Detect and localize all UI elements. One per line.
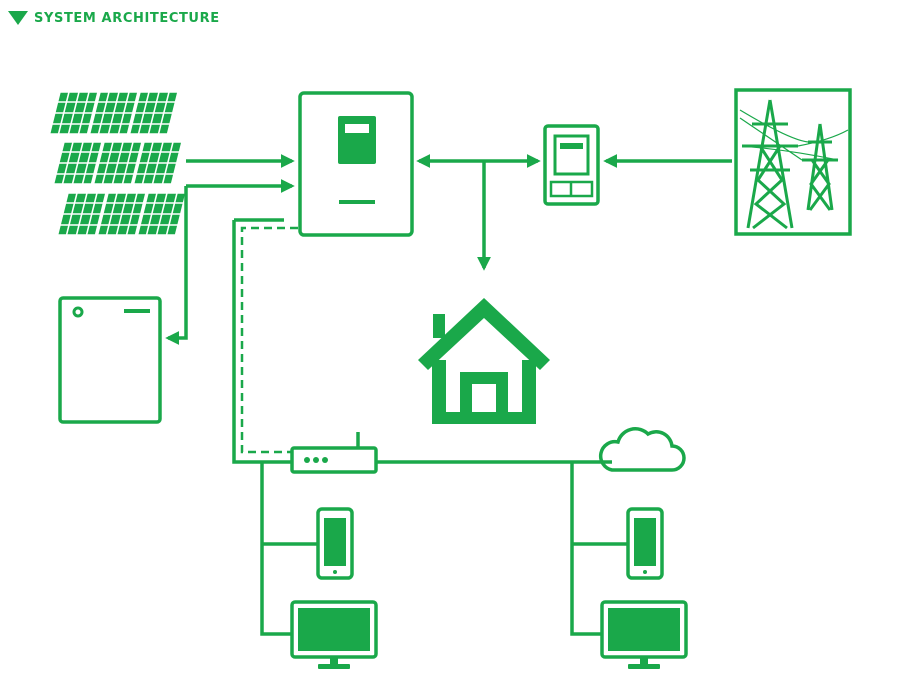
monitor-icon: [600, 600, 688, 669]
section-header: SYSTEM ARCHITECTURE: [8, 8, 220, 28]
connector-lines: [165, 154, 732, 636]
battery-icon: [58, 296, 162, 424]
smartphone-icon: [316, 507, 354, 580]
data-link-dashed: [240, 226, 298, 454]
transmission-tower-icon: [734, 88, 852, 236]
page-title: SYSTEM ARCHITECTURE: [34, 10, 220, 26]
house-icon: [418, 298, 550, 424]
monitor-icon: [290, 600, 378, 669]
solar-panel-icon: [48, 91, 187, 236]
energy-meter-icon: [543, 124, 600, 206]
smartphone-icon: [626, 507, 664, 580]
triangle-down-icon: [8, 11, 28, 25]
cloud-icon: [599, 427, 686, 472]
router-icon: [290, 432, 378, 474]
inverter-icon: [298, 91, 414, 237]
